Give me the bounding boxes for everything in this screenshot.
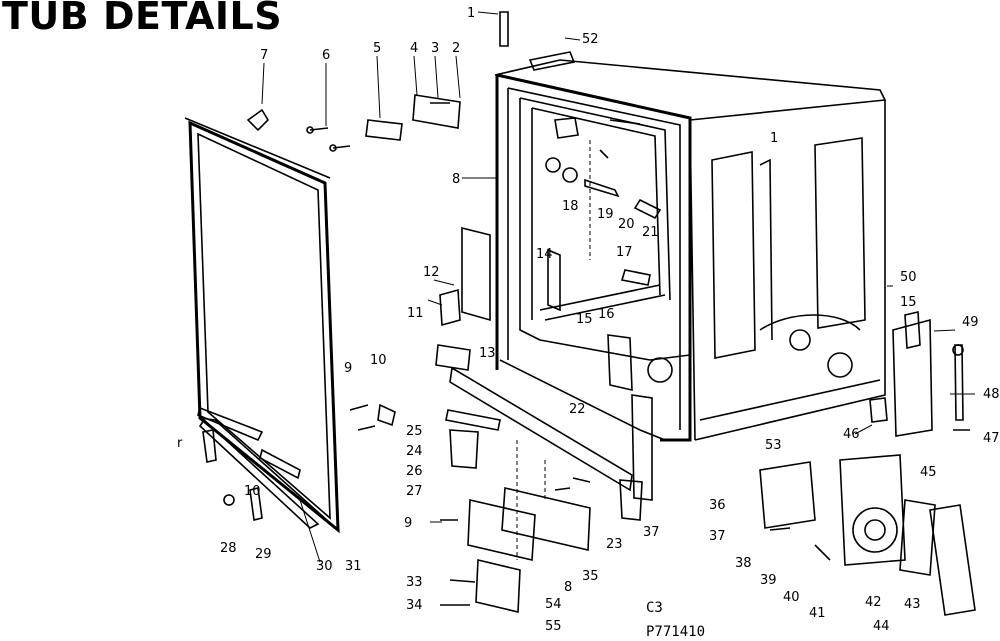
fasteners	[306, 102, 970, 606]
callout-label: 24	[406, 444, 423, 459]
callout-label: 6	[322, 48, 330, 63]
callout-label: 9	[404, 516, 412, 531]
callout-label: 47	[983, 431, 1000, 446]
hinge-and-brackets	[365, 11, 653, 614]
diagram-code: C3	[646, 600, 663, 616]
callout-labels: 1 52 2 3 4 5 6 7 8 1 18 19 20 21 14 17 1…	[177, 6, 1000, 634]
tub-body	[494, 59, 887, 442]
callout-label: 14	[536, 247, 553, 262]
callout-label: 8	[452, 172, 460, 187]
callout-label: 48	[983, 387, 1000, 402]
callout-label: 50	[900, 270, 917, 285]
callout-label: 37	[709, 529, 726, 544]
callout-label: 15	[900, 295, 917, 310]
side-parts	[759, 311, 976, 616]
callout-label: 5	[373, 41, 381, 56]
callout-label: 16	[598, 307, 615, 322]
callout-label: 43	[904, 597, 921, 612]
callout-label: 49	[962, 315, 979, 330]
page-title: TUB DETAILS	[2, 0, 283, 38]
callout-label: 37	[643, 525, 660, 540]
callout-label: 30	[316, 559, 333, 574]
callout-label: 8	[564, 580, 572, 595]
callout-label: 52	[582, 32, 599, 47]
callout-label: 4	[410, 41, 418, 56]
callout-label: 11	[407, 306, 424, 321]
callout-label: 54	[545, 597, 562, 612]
callout-label: 45	[920, 465, 937, 480]
callout-label: 36	[709, 498, 726, 513]
callout-label: 9	[344, 361, 352, 376]
callout-label: 17	[616, 245, 633, 260]
callout-label: 38	[735, 556, 752, 571]
callout-label: 18	[562, 199, 579, 214]
callout-label: 40	[783, 590, 800, 605]
callout-label: 33	[406, 575, 423, 590]
callout-label: 34	[406, 598, 423, 613]
callout-label: 10	[370, 353, 387, 368]
callout-label: 23	[606, 537, 623, 552]
callout-label: 13	[479, 346, 496, 361]
callout-label: 46	[843, 427, 860, 442]
callout-label: 7	[260, 48, 268, 63]
callout-label: 21	[642, 225, 659, 240]
part-number: P771410	[646, 624, 705, 640]
callout-label: 20	[618, 217, 635, 232]
leader-lines	[261, 11, 975, 563]
callout-label: 26	[406, 464, 423, 479]
callout-label: 1	[770, 131, 778, 146]
callout-label: 31	[345, 559, 362, 574]
callout-label: 41	[809, 606, 826, 621]
callout-label: 39	[760, 573, 777, 588]
callout-label: 10	[244, 484, 261, 499]
callout-label: 3	[431, 41, 439, 56]
callout-label: r	[177, 436, 183, 451]
callout-label: 19	[597, 207, 614, 222]
callout-label: 55	[545, 619, 562, 634]
callout-label: 2	[452, 41, 460, 56]
callout-label: 25	[406, 424, 423, 439]
callout-label: 27	[406, 484, 423, 499]
callout-label: 53	[765, 438, 782, 453]
callout-label: 1	[467, 6, 475, 21]
callout-label: 22	[569, 402, 586, 417]
door-trim-parts	[197, 406, 320, 529]
callout-label: 35	[582, 569, 599, 584]
callout-label: 15	[576, 312, 593, 327]
callout-label: 29	[255, 547, 272, 562]
callout-label: 12	[423, 265, 440, 280]
door-frame	[184, 108, 340, 534]
callout-label: 44	[873, 619, 890, 634]
callout-label: 42	[865, 595, 882, 610]
callout-label: 28	[220, 541, 237, 556]
